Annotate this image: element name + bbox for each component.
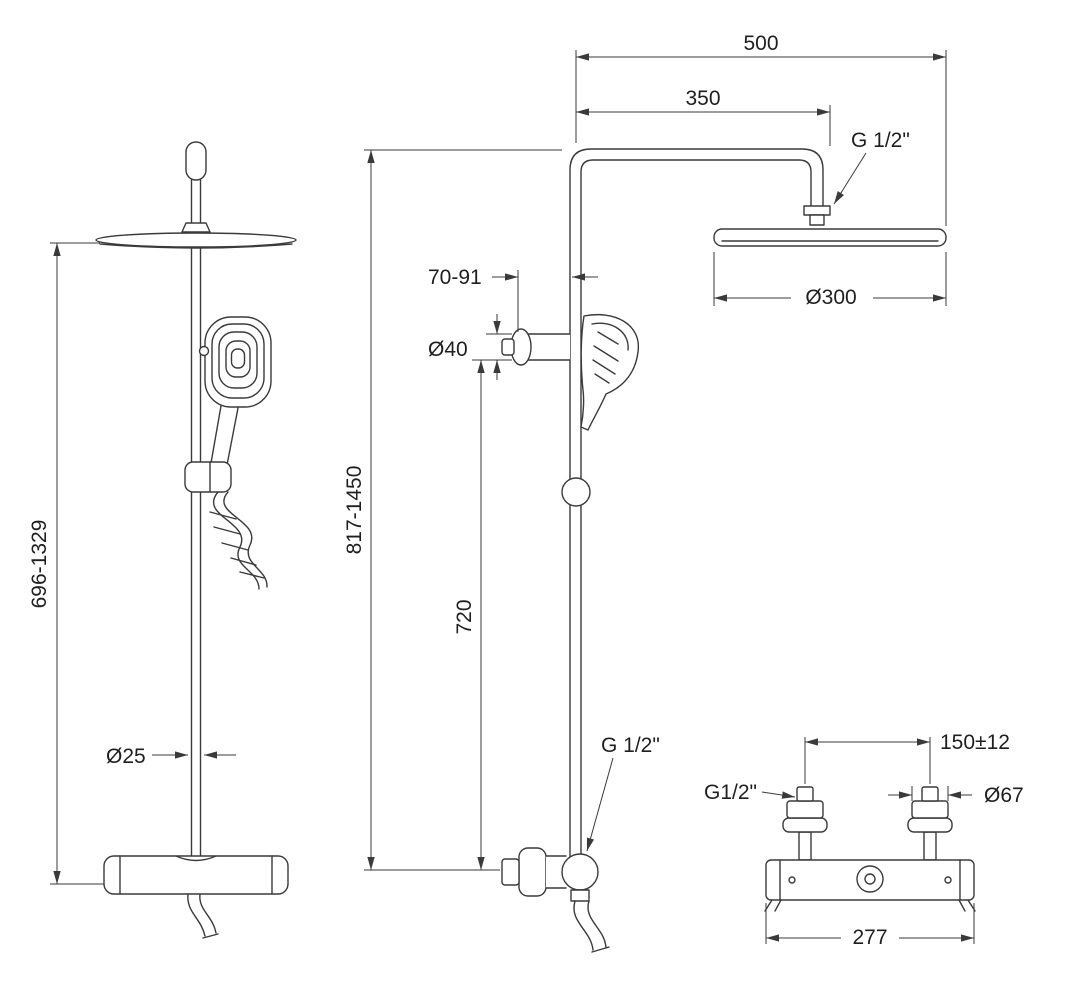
- hand-shower-front: [198, 316, 272, 468]
- dim-inlet-centers-label: 150±12: [940, 731, 1010, 754]
- dim-mixer-width-label: 277: [852, 926, 887, 949]
- mixer-inlet-left: [782, 786, 828, 861]
- extension-lines: [364, 149, 562, 871]
- mixer-inlet-right: [907, 786, 953, 861]
- shower-rail: [190, 179, 202, 858]
- hand-shower-button: [198, 345, 210, 357]
- hand-shower-handle: [210, 405, 239, 468]
- front-view: [95, 141, 297, 939]
- mixer-hose-side: [573, 900, 610, 953]
- mixer-valve-side: [501, 847, 599, 902]
- dim-head-diameter-label: Ø300: [805, 286, 856, 309]
- hand-shower-side: [580, 314, 639, 431]
- dim-rail-diameter-label: Ø25: [106, 745, 146, 768]
- mixer-front-view: [764, 786, 976, 912]
- overhead-shower-front: [95, 232, 297, 248]
- dim-escutcheon-diameter-label: Ø67: [984, 784, 1024, 807]
- head-cone: [181, 222, 211, 233]
- mixer-diverter-knob: [856, 865, 884, 893]
- rail-top-cap: [185, 141, 207, 181]
- dim-inlet-thread-label: G1/2": [704, 781, 757, 804]
- dim-overall-width-label: 500: [743, 32, 778, 55]
- overhead-shower-side: [713, 228, 947, 247]
- mixer-dimensions: 150±12 G1/2" Ø67 277: [704, 731, 1024, 950]
- extension-lines: [50, 242, 104, 885]
- hand-shower-holder: [184, 461, 232, 493]
- wall-bracket: [501, 328, 571, 366]
- dim-rail-height-label: 720: [453, 599, 476, 634]
- hand-shower-hose-front: [209, 491, 268, 590]
- extension-lines: [804, 737, 931, 784]
- dim-head-thread-label: G 1/2": [851, 129, 910, 152]
- leader-arrow: [833, 152, 867, 205]
- dim-hose-thread-label: G 1/2": [601, 734, 660, 757]
- dim-bracket-diameter-label: Ø40: [428, 338, 468, 361]
- overhead-shower-edge: [99, 243, 293, 249]
- label-mask: [841, 926, 899, 950]
- leader-arrow: [761, 791, 796, 799]
- diverter-knob: [561, 477, 591, 507]
- dim-wall-distance-label: 70-91: [428, 266, 482, 289]
- dim-front-height-label: 696-1329: [28, 520, 51, 609]
- riser-pipe-outer: [569, 148, 824, 857]
- side-dimensions: 500 350 G 1/2" 70-91 Ø40 Ø300 817-1450 7…: [343, 32, 947, 871]
- mixer-front-on-column: [103, 855, 289, 939]
- riser-pipe-inner: [580, 159, 812, 857]
- label-mask: [791, 283, 873, 310]
- dim-overall-height-label: 817-1450: [343, 466, 366, 555]
- extension-lines: [575, 50, 947, 226]
- dim-arm-projection-label: 350: [685, 87, 720, 110]
- front-dimensions: 696-1329 Ø25: [28, 242, 236, 885]
- head-connection-nut: [803, 205, 831, 226]
- leader-arrow: [586, 757, 614, 852]
- side-view: [501, 148, 947, 953]
